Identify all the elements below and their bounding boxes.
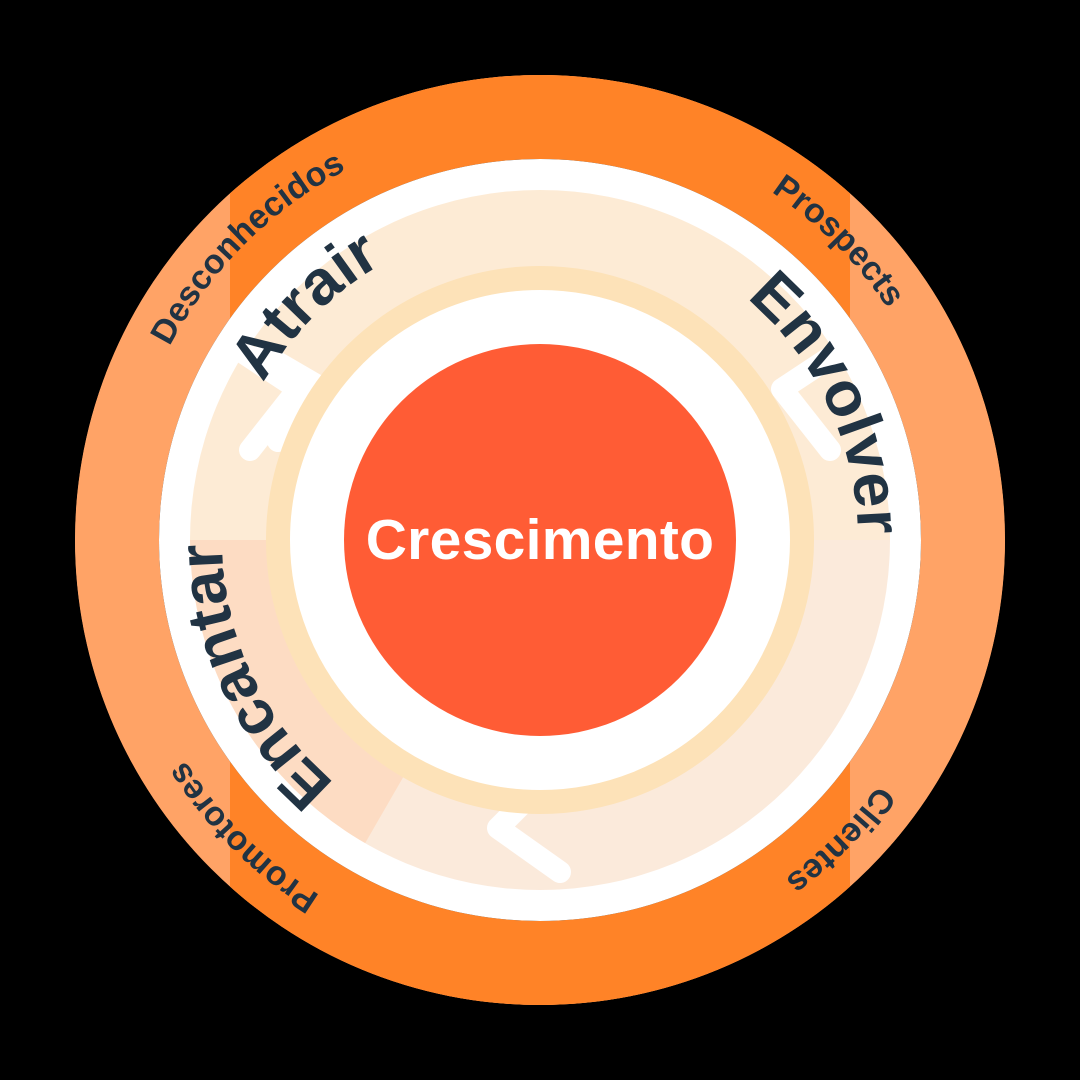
center-hub[interactable]: [344, 344, 736, 736]
center-label: Crescimento: [366, 508, 715, 572]
glow-ring: [266, 266, 814, 814]
